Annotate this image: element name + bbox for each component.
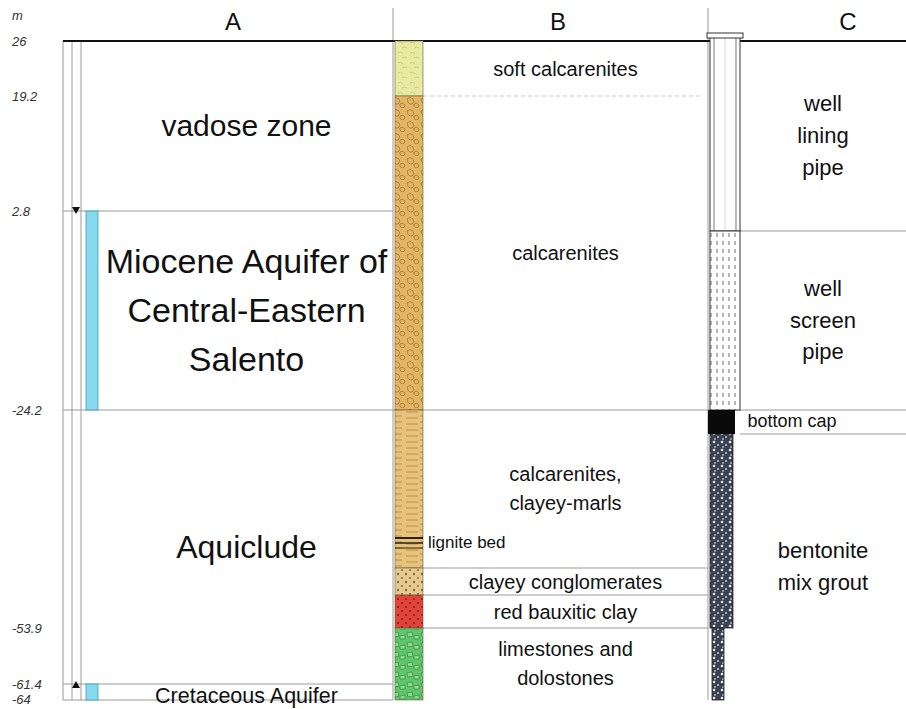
- depth-label: 26: [12, 34, 26, 49]
- stratum-band: vadose zone: [100, 41, 393, 211]
- stratum-label: clayey conglomerates: [469, 571, 662, 593]
- stratum-label: bentonite mix grout: [768, 535, 878, 599]
- stratum-label: bottom cap: [747, 412, 836, 432]
- stratum-band: well screen pipe: [740, 231, 906, 410]
- column-header: A: [225, 8, 241, 36]
- stratum-label: Miocene Aquifer of Central-Eastern Salen…: [102, 237, 392, 385]
- stratum-band: clayey conglomerates: [423, 568, 708, 595]
- stratum-label: well screen pipe: [783, 273, 863, 369]
- stratum-band: red bauxitic clay: [423, 595, 708, 628]
- column-header: C: [839, 8, 856, 36]
- stratum-band: calcarenites: [423, 96, 708, 410]
- depth-label: -24.2: [12, 403, 42, 418]
- stratum-band: Miocene Aquifer of Central-Eastern Salen…: [97, 211, 397, 410]
- stratum-band: limestones and dolostones: [423, 628, 708, 700]
- grid-lines: [63, 8, 906, 700]
- stratum-label: Aquiclude: [176, 528, 317, 566]
- aquifer-bar: [86, 684, 98, 700]
- depth-label: -53.9: [12, 621, 42, 636]
- depth-label: -64: [12, 692, 31, 707]
- stratum-band: bentonite mix grout: [740, 434, 906, 700]
- stratum-label: calcarenites, clayey-marls: [496, 460, 636, 518]
- layer-label: lignite bed: [428, 533, 506, 553]
- unit-label: m: [12, 8, 23, 23]
- depth-label: 2.8: [12, 204, 30, 219]
- aquifer-bar: [86, 211, 98, 410]
- depth-label: 19.2: [12, 89, 37, 104]
- stratum-label: limestones and dolostones: [481, 635, 651, 693]
- stratum-band: Aquiclude: [100, 410, 393, 684]
- stratum-label: Cretaceous Aquifer: [155, 685, 338, 708]
- column-header: B: [550, 8, 566, 36]
- stratum-band: soft calcarenites: [423, 41, 708, 96]
- water-level-mark: [72, 681, 80, 688]
- stratum-label: soft calcarenites: [493, 57, 638, 81]
- stratum-label: well lining pipe: [783, 88, 863, 184]
- depth-label: -61.4: [12, 677, 42, 692]
- stratum-band: well lining pipe: [740, 41, 906, 231]
- ground-line: [63, 40, 906, 42]
- water-level-mark: [72, 207, 80, 214]
- lithology-column: [395, 41, 423, 700]
- stratum-label: calcarenites: [512, 241, 619, 265]
- stratum-label: red bauxitic clay: [494, 601, 637, 623]
- stratum-band: Cretaceous Aquifer: [100, 684, 393, 709]
- stratum-band: bottom cap: [740, 410, 844, 434]
- well-construction: [707, 33, 743, 700]
- stratum-label: vadose zone: [161, 108, 331, 144]
